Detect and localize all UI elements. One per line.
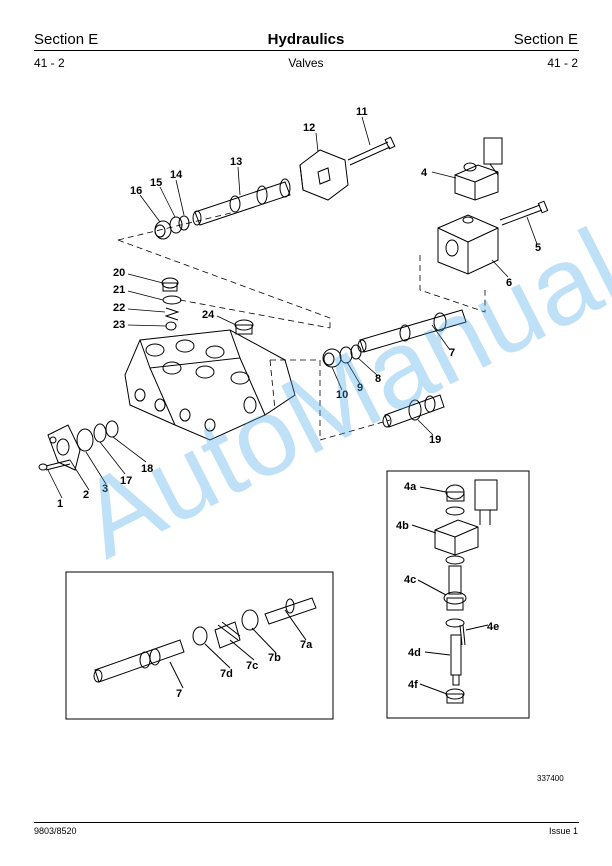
- part-19-spool: [382, 394, 445, 428]
- footer-rule: [34, 822, 579, 823]
- figure-number: 337400: [537, 774, 564, 783]
- part-7-spool: [357, 309, 467, 353]
- inset-label-4d: 4d: [408, 647, 421, 659]
- valve-body-main: [124, 329, 296, 441]
- label-18: 18: [141, 463, 153, 475]
- inset-label-7a: 7a: [300, 639, 313, 651]
- part-20-plug: [161, 277, 179, 292]
- part-11-bolt: [347, 136, 396, 166]
- inset-spool-box: [65, 571, 334, 720]
- inset-coil-box: [386, 470, 530, 719]
- label-19: 19: [429, 434, 441, 446]
- part-23-ball: [165, 321, 177, 331]
- section-label-left: Section E: [34, 31, 99, 48]
- label-3: 3: [102, 483, 108, 495]
- inset-label-4a: 4a: [404, 481, 417, 493]
- label-11: 11: [356, 106, 368, 118]
- page-subtitle: Valves: [288, 56, 324, 70]
- label-15: 15: [150, 177, 162, 189]
- label-10: 10: [336, 389, 348, 401]
- footer-doc-number: 9803/8520: [34, 826, 77, 836]
- label-2: 2: [83, 489, 89, 501]
- label-14: 14: [170, 169, 183, 181]
- label-6: 6: [506, 277, 512, 289]
- label-21: 21: [113, 284, 125, 296]
- footer-issue: Issue 1: [548, 826, 578, 836]
- page-number-left: 41 - 2: [34, 56, 65, 70]
- inset-label-4e: 4e: [487, 621, 499, 633]
- page-number-right: 41 - 2: [547, 56, 578, 70]
- label-13: 13: [230, 156, 242, 168]
- label-22: 22: [113, 302, 125, 314]
- part-12-solenoid: [299, 149, 349, 201]
- part-6-valve-block: [437, 214, 499, 275]
- inset-label-4f: 4f: [408, 679, 418, 691]
- part-16-plug: [154, 220, 172, 240]
- label-17: 17: [120, 475, 132, 487]
- part-18-oring: [105, 420, 119, 438]
- part-14-oring: [178, 215, 190, 231]
- inset-label-7: 7: [176, 688, 182, 700]
- label-5: 5: [535, 242, 541, 254]
- label-20: 20: [113, 267, 125, 279]
- label-24: 24: [202, 309, 215, 321]
- page-title: Hydraulics: [267, 31, 345, 48]
- label-7: 7: [449, 347, 455, 359]
- part-8-oring: [350, 344, 362, 360]
- label-23: 23: [113, 319, 125, 331]
- part-22-spring: [164, 307, 180, 321]
- section-label-right: Section E: [513, 31, 578, 48]
- label-9: 9: [357, 382, 363, 394]
- part-10-plug: [322, 348, 342, 368]
- header-rule: [34, 50, 579, 51]
- part-4-solenoid-coil: [454, 137, 503, 201]
- part-24-plug: [234, 319, 254, 335]
- part-13-spool: [192, 178, 291, 226]
- part-3-seal: [76, 428, 94, 452]
- part-5-bolt: [499, 200, 549, 226]
- inset-label-7c: 7c: [246, 660, 258, 672]
- label-8: 8: [375, 373, 381, 385]
- part-17-washer: [93, 423, 107, 443]
- label-12: 12: [303, 122, 315, 134]
- assembly-lines: [117, 211, 486, 441]
- leader-lines: [47, 116, 538, 499]
- label-4: 4: [421, 167, 428, 179]
- inset-label-4b: 4b: [396, 520, 409, 532]
- part-21-oring: [162, 295, 182, 305]
- inset-label-7b: 7b: [268, 652, 281, 664]
- inset-label-7d: 7d: [220, 668, 233, 680]
- part-1-bolt: [38, 459, 71, 471]
- part-9-washer: [339, 346, 353, 364]
- part-2-flange: [47, 424, 81, 471]
- part-labels: 11 12 13 14 15 16 4 5 6 7 8 9 10 19 20 2…: [57, 106, 541, 700]
- label-16: 16: [130, 185, 142, 197]
- inset-label-4c: 4c: [404, 574, 416, 586]
- label-1: 1: [57, 498, 63, 510]
